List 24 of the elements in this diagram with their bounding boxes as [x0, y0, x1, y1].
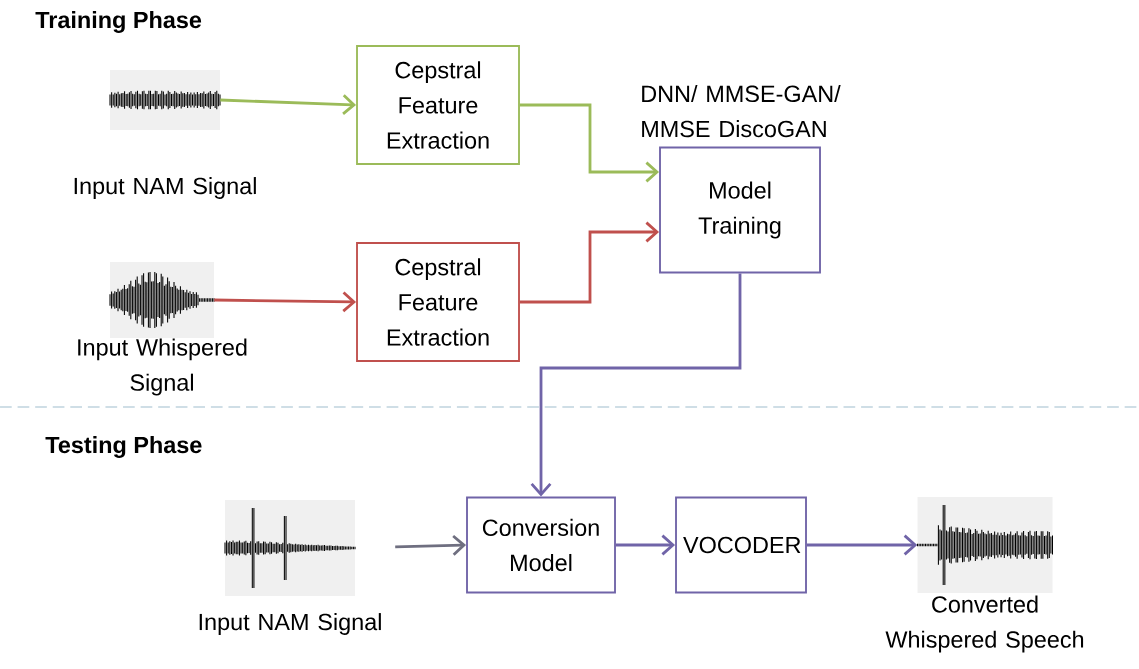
- phase-heading: Training Phase: [35, 11, 202, 33]
- waveform-drawing: [109, 262, 215, 338]
- process-box: VOCODER: [675, 496, 807, 594]
- arrow: [519, 103, 660, 183]
- process-box: Cepstral Feature Extraction: [356, 45, 520, 165]
- signal-caption: Input NAM Signal: [199, 613, 381, 635]
- arrow: [530, 273, 742, 497]
- arrow: [214, 291, 357, 313]
- process-box: Cepstral Feature Extraction: [356, 242, 520, 362]
- model-heading: DNN/ MMSE-GAN/ MMSE DiscoGAN: [642, 84, 841, 138]
- arrow: [806, 534, 918, 556]
- arrow: [395, 534, 467, 556]
- process-box: Conversion Model: [466, 496, 616, 594]
- arrow: [220, 94, 357, 115]
- arrow: [615, 534, 676, 556]
- process-box: Model Training: [659, 146, 821, 274]
- arrow: [519, 221, 660, 304]
- waveform-drawing: [109, 70, 221, 130]
- phase-heading: Testing Phase: [45, 436, 202, 458]
- signal-caption: Converted Whispered Speech: [885, 595, 1084, 653]
- signal-caption: Input Whispered Signal: [78, 338, 247, 396]
- waveform-drawing: [916, 497, 1054, 593]
- waveform-drawing: [224, 500, 356, 596]
- signal-caption: Input NAM Signal: [74, 177, 256, 199]
